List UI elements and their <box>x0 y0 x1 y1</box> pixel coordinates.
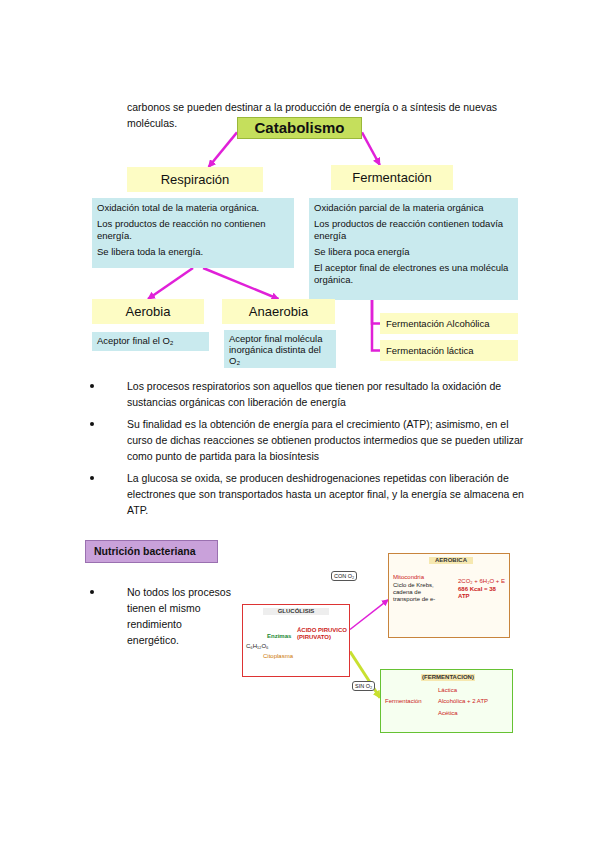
node-text: Anaerobia <box>222 299 335 324</box>
node-text: Mitocondria <box>393 574 443 581</box>
process-box: GLUCÓLISISEnzimasC₆H₁₂O₆ÁCIDO PIRUVICO (… <box>242 604 350 677</box>
node-text: AEROBICA <box>429 557 473 564</box>
node-text: Fermentación Alcohólica <box>386 313 518 334</box>
node-text: Los productos de reacción no contienen e… <box>97 218 289 242</box>
node-text: Aceptor final el O₂ <box>97 335 204 347</box>
node-text: Citoplasma <box>263 653 313 660</box>
body-box: Aceptor final molécula inorgánica distin… <box>224 330 336 368</box>
bullet-text: No todos los procesos tienen el mismo re… <box>127 584 231 648</box>
node-text: Ciclo de Krebs, cadena de transporte de … <box>393 582 449 603</box>
bullet-text: Los procesos respiratorios son aquellos … <box>127 378 527 410</box>
node-text: C₆H₁₂O₆ <box>246 643 278 650</box>
node-text: Catabolismo <box>238 118 361 138</box>
node-text: Se libera toda la energía. <box>97 246 289 258</box>
process-box: AEROBICA MitocondriaCiclo de Krebs, caden… <box>388 553 510 638</box>
connector <box>203 268 278 299</box>
connector <box>209 132 237 167</box>
node-text: Aerobia <box>92 299 204 324</box>
header-box: Anaerobia <box>222 299 335 324</box>
header-box: Fermentación láctica <box>380 340 518 361</box>
node-text: El aceptor final de electrones es una mo… <box>314 262 513 286</box>
node-text: Alcohólica + 2 ATP <box>438 698 498 705</box>
edge-label: SIN O₂ <box>352 681 375 691</box>
node-text: 2CO₂ + 6H₂O + E <box>458 578 508 585</box>
connector <box>372 300 380 351</box>
header-box: Fermentación Alcohólica <box>380 313 518 334</box>
bullet-text: La glucosa se oxida, se producen deshidr… <box>127 470 527 518</box>
node-text: 686 Kcal = 38 ATP <box>458 586 508 600</box>
node-text: Los productos de reacción contienen toda… <box>314 218 513 242</box>
connector <box>350 600 388 630</box>
node-text: Oxidación parcial de la materia orgánica <box>314 202 513 214</box>
connector <box>350 652 380 698</box>
process-box: (FERMENTACION) Fermentación LácticaAlcohól… <box>380 669 513 733</box>
node-text: ÁCIDO PIRUVICO (PIRUVATO) <box>297 627 349 641</box>
section-band: Nutrición bacteriana <box>85 540 218 563</box>
connector <box>362 132 380 165</box>
node-text: GLUCÓLISIS <box>263 608 329 615</box>
node-text: Nutrición bacteriana <box>94 541 217 562</box>
bullet-dot <box>90 422 94 426</box>
header-box: Respiración <box>127 167 263 192</box>
node-text: Acética <box>438 710 488 717</box>
root-box: Catabolismo <box>237 117 362 139</box>
body-box: Oxidación total de la materia orgánica. L… <box>92 198 294 268</box>
edge-label: CON O₂ <box>331 571 357 581</box>
body-box: Oxidación parcial de la materia orgánica… <box>309 198 518 300</box>
connector <box>148 268 193 299</box>
node-text: Fermentación <box>331 165 453 190</box>
header-box: Fermentación <box>331 165 453 190</box>
bullet-dot <box>90 384 94 388</box>
body-box: Aceptor final el O₂ <box>92 332 209 351</box>
node-text: Oxidación total de la materia orgánica. <box>97 202 289 214</box>
node-text: Fermentación láctica <box>386 340 518 361</box>
node-text: (FERMENTACION) <box>421 674 475 681</box>
body-text: carbonos se pueden destinar a la producc… <box>127 99 527 131</box>
node-text: Se libera poca energía <box>314 246 513 258</box>
node-text: Respiración <box>127 167 263 192</box>
bullet-dot <box>90 590 94 594</box>
bullet-text: Su finalidad es la obtención de energía … <box>127 416 527 464</box>
node-text: Fermentación <box>385 698 427 705</box>
bullet-dot <box>90 476 94 480</box>
node-text: Aceptor final molécula inorgánica distin… <box>229 333 331 366</box>
header-box: Aerobia <box>92 299 204 324</box>
node-text: Láctica <box>438 687 488 694</box>
